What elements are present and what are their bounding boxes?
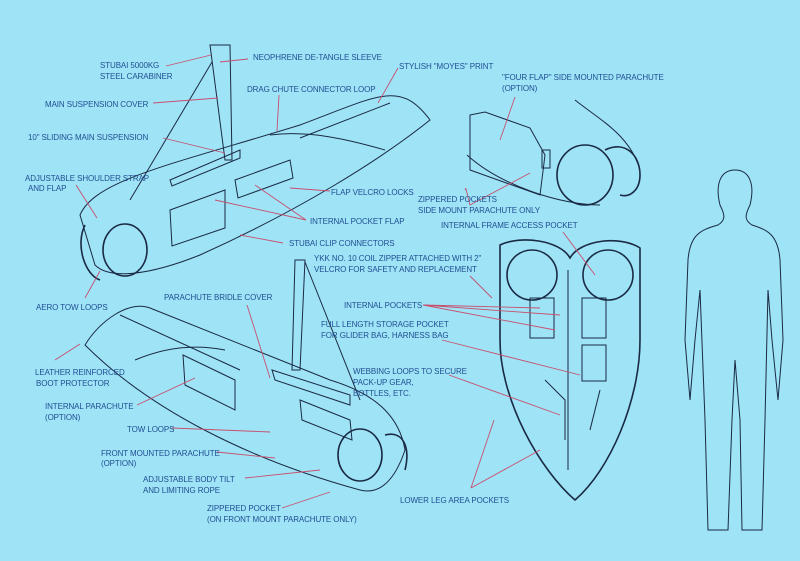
label-full-length-storage: FULL LENGTH STORAGE POCKET	[321, 320, 449, 329]
harness-front-mount-drawing	[84, 259, 408, 492]
label-carabiner-2: STEEL CARABINER	[100, 72, 173, 81]
label-aero-tow-loops: AERO TOW LOOPS	[36, 303, 108, 312]
label-zippered-pockets-2: SIDE MOUNT PARACHUTE ONLY	[418, 206, 541, 215]
harness-side-mount-drawing	[466, 99, 641, 206]
label-four-flap-2: (OPTION)	[502, 84, 538, 93]
label-body-tilt: ADJUSTABLE BODY TILT	[143, 475, 235, 484]
label-zippered-pockets: ZIPPERED POCKETS	[418, 195, 497, 204]
label-drag-chute-loop: DRAG CHUTE CONNECTOR LOOP	[247, 85, 375, 94]
label-carabiner: STUBAI 5000KG	[100, 61, 159, 70]
label-boot-protector-2: BOOT PROTECTOR	[36, 379, 110, 388]
labels: STUBAI 5000KG STEEL CARABINER NEOPHRENE …	[25, 53, 664, 524]
label-detangle-sleeve: NEOPHRENE DE-TANGLE SLEEVE	[253, 53, 382, 62]
label-body-tilt-2: AND LIMITING ROPE	[143, 486, 220, 495]
label-internal-frame-access: INTERNAL FRAME ACCESS POCKET	[441, 221, 578, 230]
label-zippered-pocket-front-2: (ON FRONT MOUNT PARACHUTE ONLY)	[207, 515, 357, 524]
label-tow-loops: TOW LOOPS	[127, 425, 174, 434]
label-moyes-print: STYLISH "MOYES" PRINT	[399, 62, 493, 71]
label-full-length-storage-2: FOR GLIDER BAG, HARNESS BAG	[321, 331, 449, 340]
label-ykk-zipper-2: VELCRO FOR SAFETY AND REPLACEMENT	[314, 265, 477, 274]
harness-rear-view-drawing	[499, 239, 641, 502]
human-silhouette	[684, 169, 784, 531]
label-front-mounted: FRONT MOUNTED PARACHUTE	[101, 449, 220, 458]
label-main-suspension-cover: MAIN SUSPENSION COVER	[45, 100, 149, 109]
label-webbing-loops-2: PACK-UP GEAR,	[353, 378, 414, 387]
label-shoulder-strap: ADJUSTABLE SHOULDER STRAP	[25, 174, 149, 183]
label-internal-pockets: INTERNAL POCKETS	[344, 301, 422, 310]
label-internal-parachute-2: (OPTION)	[45, 413, 81, 422]
label-flap-velcro-locks: FLAP VELCRO LOCKS	[331, 188, 414, 197]
label-webbing-loops: WEBBING LOOPS TO SECURE	[353, 367, 467, 376]
label-ykk-zipper: YKK NO. 10 COIL ZIPPER ATTACHED WITH 2"	[314, 254, 482, 263]
label-sliding-suspension: 10" SLIDING MAIN SUSPENSION	[28, 133, 148, 142]
label-stubai-clip: STUBAI CLIP CONNECTORS	[289, 239, 395, 248]
label-lower-leg-pockets: LOWER LEG AREA POCKETS	[400, 496, 509, 505]
label-internal-parachute: INTERNAL PARACHUTE	[45, 402, 133, 411]
label-front-mounted-2: (OPTION)	[101, 459, 137, 468]
label-webbing-loops-3: BOTTLES, ETC.	[353, 389, 411, 398]
label-shoulder-strap-2: AND FLAP	[28, 184, 66, 193]
label-four-flap: "FOUR FLAP" SIDE MOUNTED PARACHUTE	[502, 73, 664, 82]
label-internal-pocket-flap: INTERNAL POCKET FLAP	[310, 217, 404, 226]
label-boot-protector: LEATHER REINFORCED	[35, 368, 125, 377]
label-zippered-pocket-front: ZIPPERED POCKET	[207, 504, 281, 513]
label-bridle-cover: PARACHUTE BRIDLE COVER	[164, 293, 273, 302]
leader-lines	[54, 54, 596, 509]
